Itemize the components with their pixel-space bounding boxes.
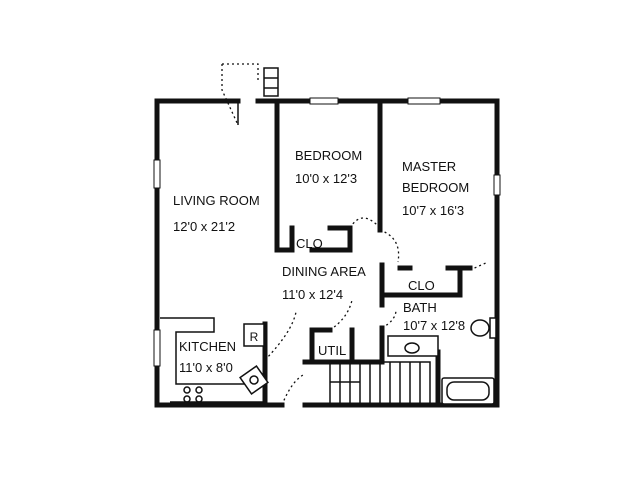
bedroom-walls xyxy=(274,98,400,263)
dining-area-dims: 11'0 x 12'4 xyxy=(282,287,343,302)
bath-fixtures xyxy=(387,317,497,405)
master-closet-label: CLO xyxy=(408,278,435,293)
toilet xyxy=(470,319,490,337)
refrigerator xyxy=(243,323,265,347)
dining-area-name: DINING AREA xyxy=(282,264,366,279)
bedroom-closet-label: CLO xyxy=(296,236,323,251)
kitchen-name: KITCHEN xyxy=(179,339,236,354)
kitchen-dims: 11'0 x 8'0 xyxy=(179,360,233,375)
utility-label: UTIL xyxy=(318,343,346,358)
bath-name: BATH xyxy=(403,300,437,315)
room-labels: LIVING ROOM 12'0 x 21'2 BEDROOM 10'0 x 1… xyxy=(173,148,469,375)
master-bedroom-name-line2: BEDROOM xyxy=(402,180,469,195)
bath-dims: 10'7 x 12'8 xyxy=(403,318,465,333)
entry-door xyxy=(221,63,279,126)
bedroom-dims: 10'0 x 12'3 xyxy=(295,171,357,186)
bedroom-name: BEDROOM xyxy=(295,148,362,163)
kitchen-counter: R xyxy=(160,317,269,403)
master-closet-walls xyxy=(379,261,489,298)
kitchen-walls xyxy=(262,311,306,408)
living-room-name: LIVING ROOM xyxy=(173,193,260,208)
bath-walls xyxy=(379,292,441,408)
living-room-dims: 12'0 x 21'2 xyxy=(173,219,235,234)
master-bedroom-dims: 10'7 x 16'3 xyxy=(402,203,464,218)
refrigerator-label: R xyxy=(250,330,259,344)
windows xyxy=(153,97,501,367)
master-bedroom-name-line1: MASTER xyxy=(402,159,456,174)
stairs xyxy=(329,361,431,406)
